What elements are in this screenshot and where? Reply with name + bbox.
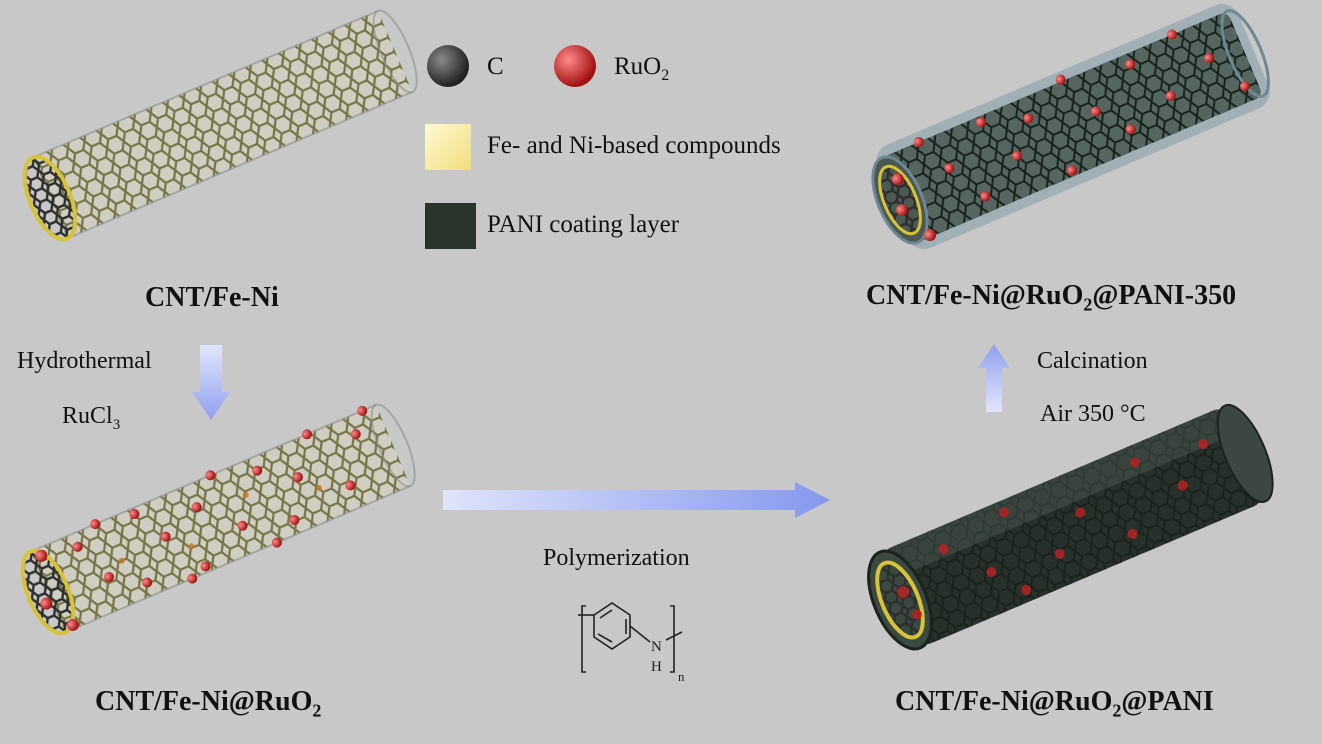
ruo2-particles bbox=[897, 439, 1209, 620]
ruo2-particles bbox=[35, 405, 368, 631]
fe-ni-compound-swatch-icon bbox=[425, 124, 471, 170]
tube-cnt-fe-ni bbox=[22, 9, 418, 242]
rucl3-label: RuCl3 bbox=[62, 403, 121, 433]
carbon-atom-icon bbox=[427, 45, 469, 87]
tube-cnt-fe-ni-ruo2-pani bbox=[867, 403, 1274, 651]
calcination-arrow-icon bbox=[978, 344, 1010, 412]
caption-cnt-fe-ni: CNT/Fe-Ni bbox=[145, 282, 279, 313]
pani-hydrogen-label: H bbox=[651, 659, 662, 675]
pani-layer-swatch-icon bbox=[425, 203, 476, 249]
legend-carbon-label: C bbox=[487, 53, 504, 80]
pani-nitrogen-label: N bbox=[651, 639, 662, 655]
polymerization-arrow-icon bbox=[443, 482, 830, 518]
polymerization-label: Polymerization bbox=[543, 545, 690, 571]
hydrothermal-arrow-icon bbox=[192, 345, 230, 420]
caption-cnt-fe-ni-ruo2-pani-350: CNT/Fe-Ni@RuO2@PANI-350 bbox=[866, 280, 1237, 315]
calcination-label: Calcination bbox=[1037, 348, 1148, 374]
ruo2-particle-icon bbox=[554, 45, 596, 87]
legend-pani-label: PANI coating layer bbox=[487, 211, 680, 238]
calcination-condition-label: Air 350 °C bbox=[1040, 401, 1146, 427]
pani-monomer-structure bbox=[574, 592, 690, 682]
caption-cnt-fe-ni-ruo2: CNT/Fe-Ni@RuO2 bbox=[95, 686, 322, 721]
ruo2-particles bbox=[891, 29, 1250, 242]
legend-fe-ni-label: Fe- and Ni-based compounds bbox=[487, 132, 781, 159]
pani-repeat-label: n bbox=[678, 669, 685, 684]
legend-ruo2-label: RuO2 bbox=[614, 53, 670, 84]
tube-cnt-fe-ni-ruo2 bbox=[20, 403, 416, 636]
tube-cnt-fe-ni-ruo2-pani-350 bbox=[871, 4, 1270, 250]
hydrothermal-label: Hydrothermal bbox=[17, 348, 152, 374]
caption-cnt-fe-ni-ruo2-pani: CNT/Fe-Ni@RuO2@PANI bbox=[895, 686, 1214, 721]
